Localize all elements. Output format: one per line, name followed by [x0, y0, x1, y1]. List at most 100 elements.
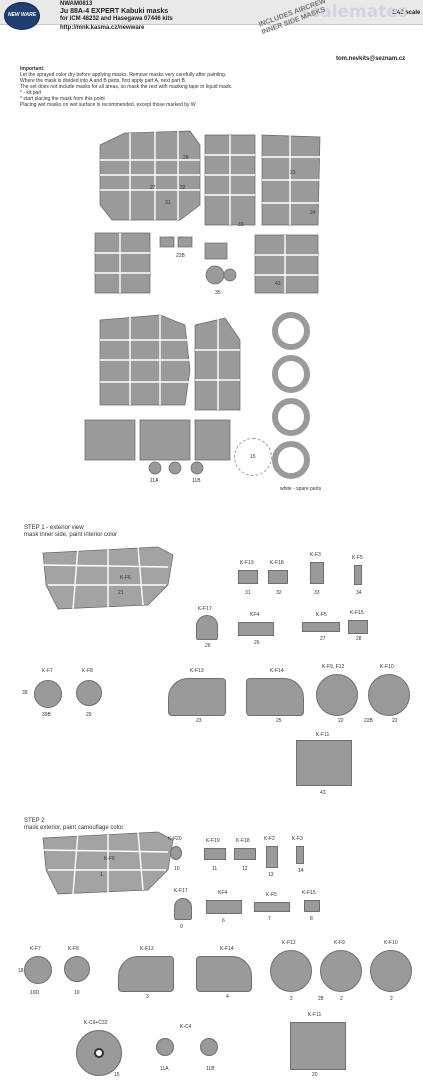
- part-number: 22B: [364, 718, 373, 724]
- step1-subtitle: mask inner side, paint interior color: [24, 532, 118, 538]
- mask-sheet-middle: 15 11A 11B white - spare parts: [0, 310, 423, 495]
- mask-piece: [310, 562, 324, 584]
- part-number: 9: [180, 924, 183, 930]
- part-label: K-F9, F12: [322, 664, 345, 670]
- part-number: 21: [118, 590, 124, 596]
- part-label: K-F11: [316, 732, 330, 738]
- mask-piece: [370, 950, 412, 992]
- mask-piece: [354, 565, 362, 585]
- wheel-ring-mask: [272, 398, 310, 436]
- mask-piece: [296, 846, 304, 864]
- part-number: 1: [100, 872, 103, 878]
- part-label: K-F8: [68, 946, 79, 952]
- mask-piece: [238, 622, 274, 636]
- mask-piece: [76, 680, 102, 706]
- mask-piece: [368, 674, 410, 716]
- brand-logo-text: NEW WARE: [7, 12, 37, 18]
- watermark: scalemates: [300, 2, 408, 22]
- spare-label: 11B: [192, 478, 201, 484]
- part-label: K-F9: [334, 940, 345, 946]
- part-label: K-F13: [140, 946, 154, 952]
- sheet-number: 24: [310, 210, 316, 216]
- step1-title: STEP 1 - exterior view: [24, 525, 84, 531]
- mask-sheet-middle-drawing: [84, 314, 241, 475]
- mask-piece: [302, 622, 340, 632]
- part-label: KF4: [250, 612, 260, 618]
- part-label: K-C9+C32: [84, 1020, 108, 1026]
- part-number: 29: [86, 712, 92, 718]
- part-number: 22: [392, 718, 398, 724]
- instructions: Important: Let the sprayed color dry bef…: [20, 66, 320, 108]
- part-label: K-F18: [236, 838, 250, 844]
- part-number: 2: [340, 996, 343, 1002]
- mask-sheet-top-drawing: [94, 130, 321, 294]
- wheel-ring-mask: [272, 355, 310, 393]
- step2-canopy-drawing: [42, 831, 174, 895]
- contact-email[interactable]: tom.nevkits@seznam.cz: [336, 56, 406, 62]
- instruction-line: Where the mask is divided into A and B p…: [20, 78, 187, 84]
- mask-piece: [266, 846, 278, 868]
- part-number: 4: [226, 994, 229, 1000]
- part-number: 2: [390, 996, 393, 1002]
- sheet-number: 43: [275, 281, 281, 287]
- step2-subtitle: mask exterior, paint camouflage color: [24, 825, 124, 831]
- sheet-number: 23: [290, 170, 296, 176]
- part-number: 10: [174, 866, 180, 872]
- mask-piece: [234, 848, 256, 860]
- part-label: K-F6: [104, 856, 115, 862]
- part-number: 39: [22, 690, 28, 696]
- part-label: K-F3: [292, 836, 303, 842]
- part-number: 11A: [160, 1066, 169, 1072]
- part-label: K-F10: [380, 664, 394, 670]
- mask-piece: [170, 846, 182, 860]
- instructions-heading: Important:: [20, 66, 45, 72]
- step1-canopy-drawing: [42, 546, 174, 610]
- part-number: 12: [242, 866, 248, 872]
- mask-piece: [290, 1022, 346, 1070]
- mask-sheet-top: 23 24 33 35 43 26 27 31 32 22B: [0, 125, 423, 300]
- sheet-number: 31: [165, 200, 171, 206]
- wheel-hub-center: [94, 1048, 104, 1058]
- part-label: K-F19: [206, 838, 220, 844]
- spare-parts-note: white - spare parts: [280, 486, 322, 492]
- mask-piece: [296, 740, 352, 786]
- mask-piece: [348, 620, 368, 634]
- sheet-number: 26: [183, 155, 189, 161]
- part-number: 23: [196, 718, 202, 724]
- instruction-line: Let the sprayed color dry before applyin…: [20, 72, 227, 78]
- product-url[interactable]: http://mnk.kasma.cz/newware: [60, 25, 145, 31]
- step1-canopy-mask: [38, 545, 178, 615]
- instruction-line: Placing wet masks on wet surface is reco…: [20, 102, 196, 108]
- part-number: 19D: [30, 990, 40, 996]
- part-number: 13: [268, 872, 274, 878]
- wheel-hub-mask: [76, 1030, 122, 1076]
- sheet-number: 33: [238, 222, 244, 228]
- part-label: K-F12: [282, 940, 296, 946]
- scale-label: 1/48 scale: [392, 10, 421, 16]
- sheet-small-label: 22B: [176, 253, 185, 259]
- spare-label: 15: [250, 454, 256, 460]
- part-label: K-F8: [82, 668, 93, 674]
- part-number: 11: [212, 866, 218, 872]
- mask-piece: [206, 900, 242, 914]
- part-number: 26: [205, 643, 211, 649]
- part-number: 22: [338, 718, 344, 724]
- part-label: K-F7: [30, 946, 41, 952]
- part-label: K-F14: [220, 946, 234, 952]
- part-number: 18: [18, 968, 24, 974]
- part-number: 31: [245, 590, 251, 596]
- header-bar: [0, 0, 423, 25]
- mask-piece: [24, 956, 52, 984]
- part-number: 7: [268, 916, 271, 922]
- mask-piece: [168, 678, 226, 716]
- part-label: K-C4: [180, 1024, 192, 1030]
- mask-piece: [118, 956, 174, 992]
- part-label: K-F15: [302, 890, 316, 896]
- mask-piece: [246, 678, 304, 716]
- part-number: 8: [310, 916, 313, 922]
- part-label: K-F10: [384, 940, 398, 946]
- brand-logo: NEW WARE: [4, 2, 40, 30]
- spare-wheel-circle: [234, 438, 272, 476]
- part-number: 43: [320, 790, 326, 796]
- mask-piece: [64, 956, 90, 982]
